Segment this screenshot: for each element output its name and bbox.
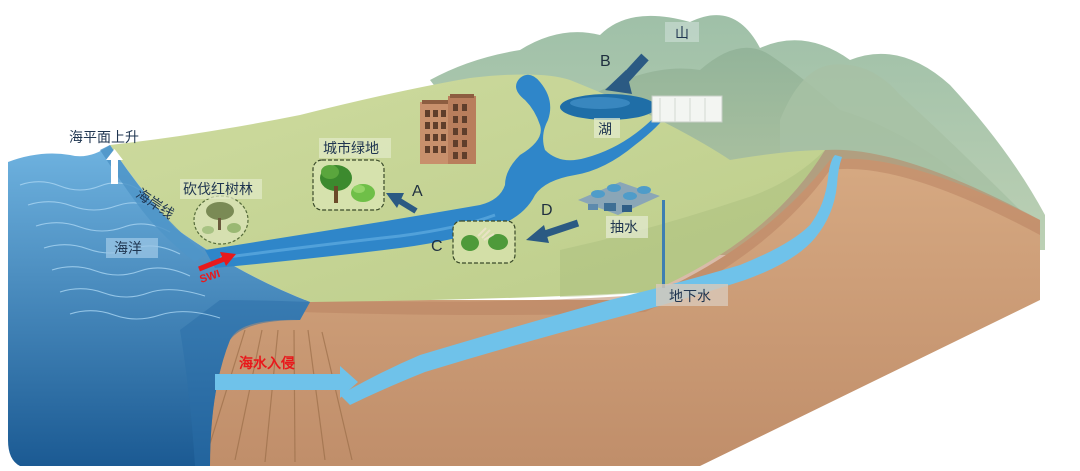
label-plate-mountain [665, 22, 699, 42]
well-pipe [662, 200, 665, 288]
label-mangrove-cut: 砍伐红树林 [183, 182, 253, 198]
building-icon [420, 94, 476, 164]
seawater-intrusion-arrow [215, 366, 358, 398]
label-plate-groundwater [656, 284, 728, 306]
label-letter-a: A [412, 183, 423, 200]
label-mountain: 山 [675, 26, 689, 42]
label-ocean: 海洋 [114, 241, 142, 257]
soil-strata [204, 329, 353, 463]
label-pumping: 抽水 [610, 220, 638, 236]
sea-level-rise-arrow [106, 149, 123, 184]
tree-icon [320, 165, 352, 203]
label-letter-b: B [600, 53, 611, 70]
ocean-front-face [180, 300, 310, 466]
mangrove-tree-icon [206, 202, 234, 220]
label-lake: 湖 [598, 122, 612, 138]
label-plate-urban [319, 138, 391, 158]
arrow-d [526, 219, 580, 243]
ocean-body [8, 145, 310, 466]
shrub-box-c [452, 220, 516, 264]
arrow-a [386, 193, 418, 214]
coastline-strip [100, 145, 205, 262]
reservoir-tank [651, 95, 723, 123]
urban-green-box [312, 159, 385, 211]
pumping-station-icon [578, 182, 660, 215]
label-sea-level-rise: 海平面上升 [69, 130, 139, 146]
label-seawater-intrusion: 海水入侵 [239, 355, 295, 372]
lake-shine [570, 97, 630, 109]
label-letter-c: C [431, 238, 443, 255]
label-plate-pumping [606, 216, 648, 238]
arrow-swi [198, 252, 236, 272]
label-urban-green: 城市绿地 [323, 140, 379, 157]
label-plate-lake [594, 118, 620, 138]
label-groundwater: 地下水 [669, 289, 711, 305]
groundwater-channel [340, 155, 842, 405]
label-plate-mangrove [180, 179, 262, 199]
mangrove-patch [193, 195, 249, 245]
label-plate-ocean [106, 238, 158, 258]
label-letter-d: D [541, 202, 553, 219]
land-shadow [560, 150, 825, 297]
arrow-b [605, 53, 649, 94]
